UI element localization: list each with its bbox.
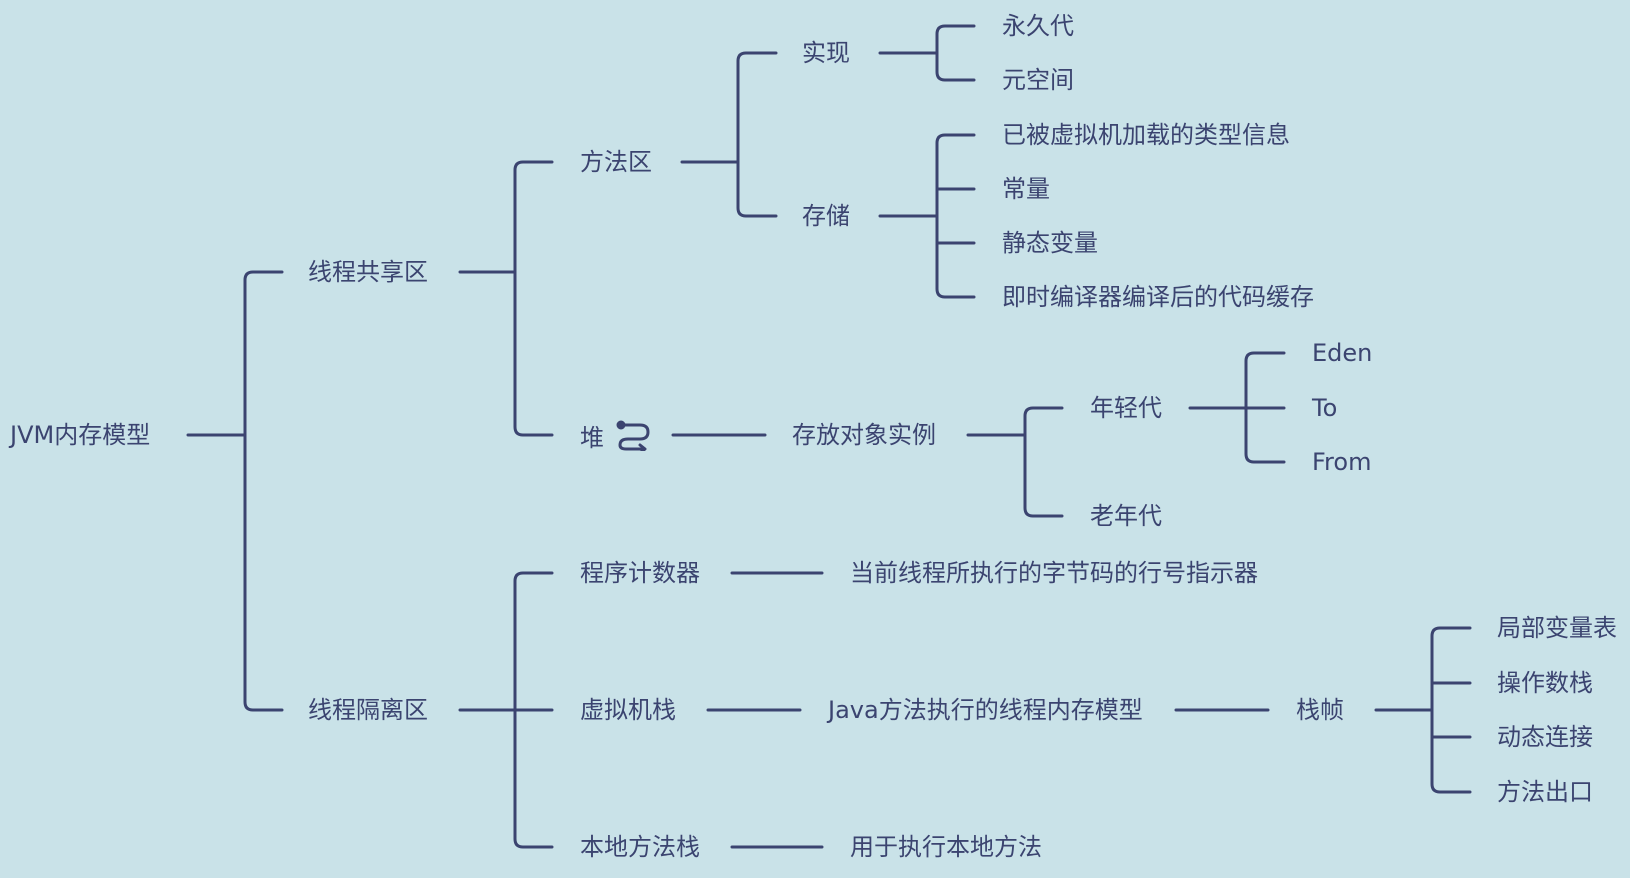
node-root[interactable]: JVM内存模型 bbox=[10, 421, 151, 449]
node-local-vars[interactable]: 局部变量表 bbox=[1497, 614, 1617, 642]
node-operand-stack[interactable]: 操作数栈 bbox=[1497, 669, 1593, 697]
node-pc-register[interactable]: 程序计数器 bbox=[580, 559, 700, 587]
node-heap-desc[interactable]: 存放对象实例 bbox=[792, 421, 936, 449]
link-loop-icon[interactable] bbox=[616, 419, 652, 459]
node-stack-frame[interactable]: 栈帧 bbox=[1296, 696, 1344, 724]
node-perm-gen[interactable]: 永久代 bbox=[1002, 12, 1074, 40]
node-from[interactable]: From bbox=[1312, 448, 1372, 476]
node-pc-desc[interactable]: 当前线程所执行的字节码的行号指示器 bbox=[850, 559, 1258, 587]
node-native-stack[interactable]: 本地方法栈 bbox=[580, 833, 700, 861]
node-old-gen[interactable]: 老年代 bbox=[1090, 502, 1162, 530]
node-return-address[interactable]: 方法出口 bbox=[1497, 778, 1593, 806]
node-metaspace[interactable]: 元空间 bbox=[1002, 66, 1074, 94]
node-constants[interactable]: 常量 bbox=[1002, 175, 1050, 203]
node-vm-stack[interactable]: 虚拟机栈 bbox=[580, 696, 676, 724]
node-eden[interactable]: Eden bbox=[1312, 339, 1373, 367]
node-young-gen[interactable]: 年轻代 bbox=[1090, 394, 1162, 422]
node-storage[interactable]: 存储 bbox=[802, 202, 850, 230]
node-dynamic-link[interactable]: 动态连接 bbox=[1497, 723, 1593, 751]
node-thread-isolated[interactable]: 线程隔离区 bbox=[308, 696, 428, 724]
node-method-area[interactable]: 方法区 bbox=[580, 148, 652, 176]
node-impl[interactable]: 实现 bbox=[802, 39, 850, 67]
node-thread-shared[interactable]: 线程共享区 bbox=[308, 258, 428, 286]
node-jit-cache[interactable]: 即时编译器编译后的代码缓存 bbox=[1002, 283, 1314, 311]
node-to[interactable]: To bbox=[1312, 394, 1338, 422]
node-native-stack-desc[interactable]: 用于执行本地方法 bbox=[850, 833, 1042, 861]
node-vm-stack-desc[interactable]: Java方法执行的线程内存模型 bbox=[828, 696, 1143, 724]
node-heap[interactable]: 堆 bbox=[580, 419, 652, 455]
node-heap-label: 堆 bbox=[580, 424, 604, 452]
node-class-info[interactable]: 已被虚拟机加载的类型信息 bbox=[1002, 121, 1290, 149]
node-static-vars[interactable]: 静态变量 bbox=[1002, 229, 1098, 257]
